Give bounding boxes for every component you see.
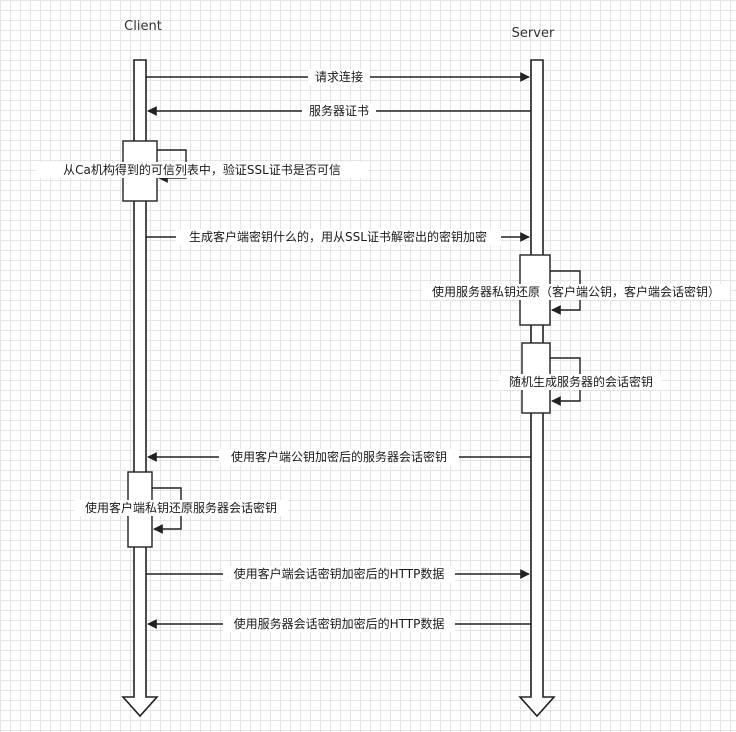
client-private-key-restore-label: 使用客户端私钥还原服务器会话密钥 [85,500,277,515]
generate-session-key-label-bg [500,374,662,390]
server-private-key-restore-label-bg [422,284,730,300]
client-http-data-label-bg [223,566,455,582]
server-http-data-label: 使用服务器会话密钥加密后的HTTP数据 [234,616,445,631]
server-certificate-label: 服务器证书 [309,103,369,118]
server-private-key-restore-label: 使用服务器私钥还原（客户端公钥，客户端会话密钥） [432,284,720,299]
server-lifeline-label: Server [512,26,555,41]
server-certificate-label-bg [302,103,376,119]
verify-certificate-label-bg [36,162,368,178]
encrypted-session-key-label: 使用客户端公钥加密后的服务器会话密钥 [231,449,447,464]
client-private-key-restore-label-bg [74,500,288,516]
client-lifeline-label: Client [124,19,162,34]
encrypted-session-key-label-bg [219,449,459,465]
request-connection-label-bg [308,69,370,85]
request-connection-label: 请求连接 [315,69,363,84]
client-key-send-label-bg [176,229,501,245]
server-http-data-label-bg [223,616,455,632]
generate-session-key-label: 随机生成服务器的会话密钥 [509,374,653,389]
verify-certificate-label: 从Ca机构得到的可信列表中，验证SSL证书是否可信 [63,162,341,177]
client-http-data-label: 使用客户端会话密钥加密后的HTTP数据 [234,566,445,581]
client-key-send-label: 生成客户端密钥什么的，用从SSL证书解密出的密钥加密 [189,229,487,244]
